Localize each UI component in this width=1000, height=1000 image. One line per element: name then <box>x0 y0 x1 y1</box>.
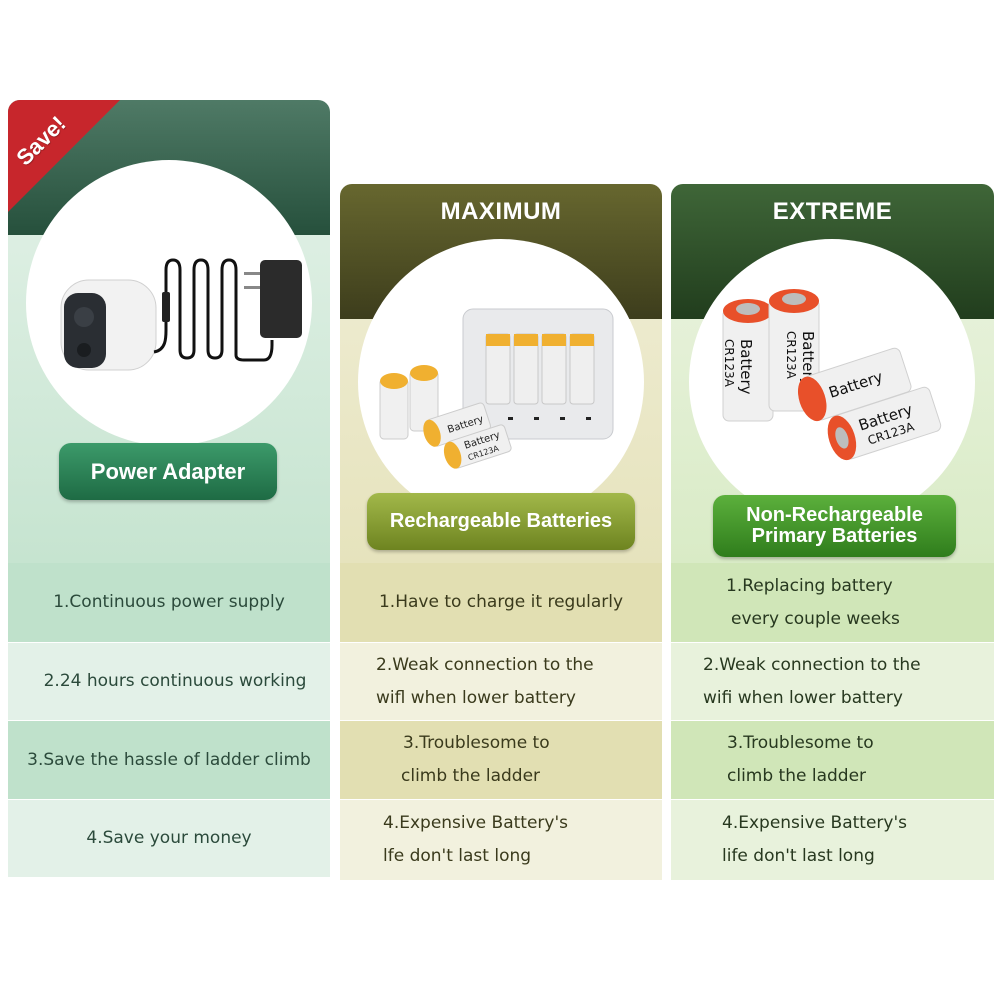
badge-label-line-1: Non-Rechargeable <box>746 504 923 526</box>
batteries-charger-illustration: Battery Battery CR123A <box>379 308 614 469</box>
save-ribbon <box>8 100 120 212</box>
feature-row: 3.Troublesome to climb the ladder <box>340 721 662 799</box>
primary-batteries-illustration: Battery CR123A Battery CR123A Battery Ba… <box>722 289 942 461</box>
column-maximum: MAXIMUM <box>340 184 662 880</box>
feature-row: 2.Weak connection to the wifi when lower… <box>671 643 994 720</box>
badge-rechargeable-batteries: Rechargeable Batteries <box>367 493 635 550</box>
badge-label: Power Adapter <box>90 458 246 484</box>
svg-text:CR123A: CR123A <box>784 331 798 380</box>
product-image-rechargeable-batteries: Battery Battery CR123A <box>358 239 644 525</box>
column-title: EXTREME <box>772 198 893 225</box>
feature-row: 3.Troublesome to climb the ladder <box>671 721 994 799</box>
feature-row: 1.Replacing battery every couple weeks <box>671 563 994 642</box>
badge-primary-batteries: Non-Rechargeable Primary Batteries <box>713 495 956 557</box>
feature-row: 2.24 hours continuous working <box>8 643 330 720</box>
column-power-adapter: Power Adapter 1.Continuous power supply … <box>8 100 330 877</box>
badge-label: Rechargeable Batteries <box>389 510 613 532</box>
svg-text:Battery: Battery <box>737 339 755 395</box>
svg-text:Battery: Battery <box>799 331 817 387</box>
feature-row: 4.Expensive Battery's lfe don't last lon… <box>340 800 662 880</box>
svg-text:CR123A: CR123A <box>722 339 736 388</box>
feature-row: 1.Have to charge it regularly <box>340 563 662 642</box>
feature-row: 3.Save the hassle of ladder climb <box>8 721 330 799</box>
column-extreme: EXTREME Battery CR123A Battery CR123A Ba… <box>671 184 994 880</box>
feature-row: 4.Expensive Battery's life don't last lo… <box>671 800 994 880</box>
badge-power-adapter: Power Adapter <box>59 443 277 500</box>
camera-adapter-illustration <box>60 258 302 371</box>
column-title: MAXIMUM <box>440 198 562 225</box>
product-image-primary-batteries: Battery CR123A Battery CR123A Battery Ba… <box>689 239 975 525</box>
feature-row: 2.Weak connection to the wifl when lower… <box>340 643 662 720</box>
feature-row: 1.Continuous power supply <box>8 563 330 642</box>
badge-label-line-2: Primary Batteries <box>751 525 918 547</box>
feature-row: 4.Save your money <box>8 800 330 877</box>
